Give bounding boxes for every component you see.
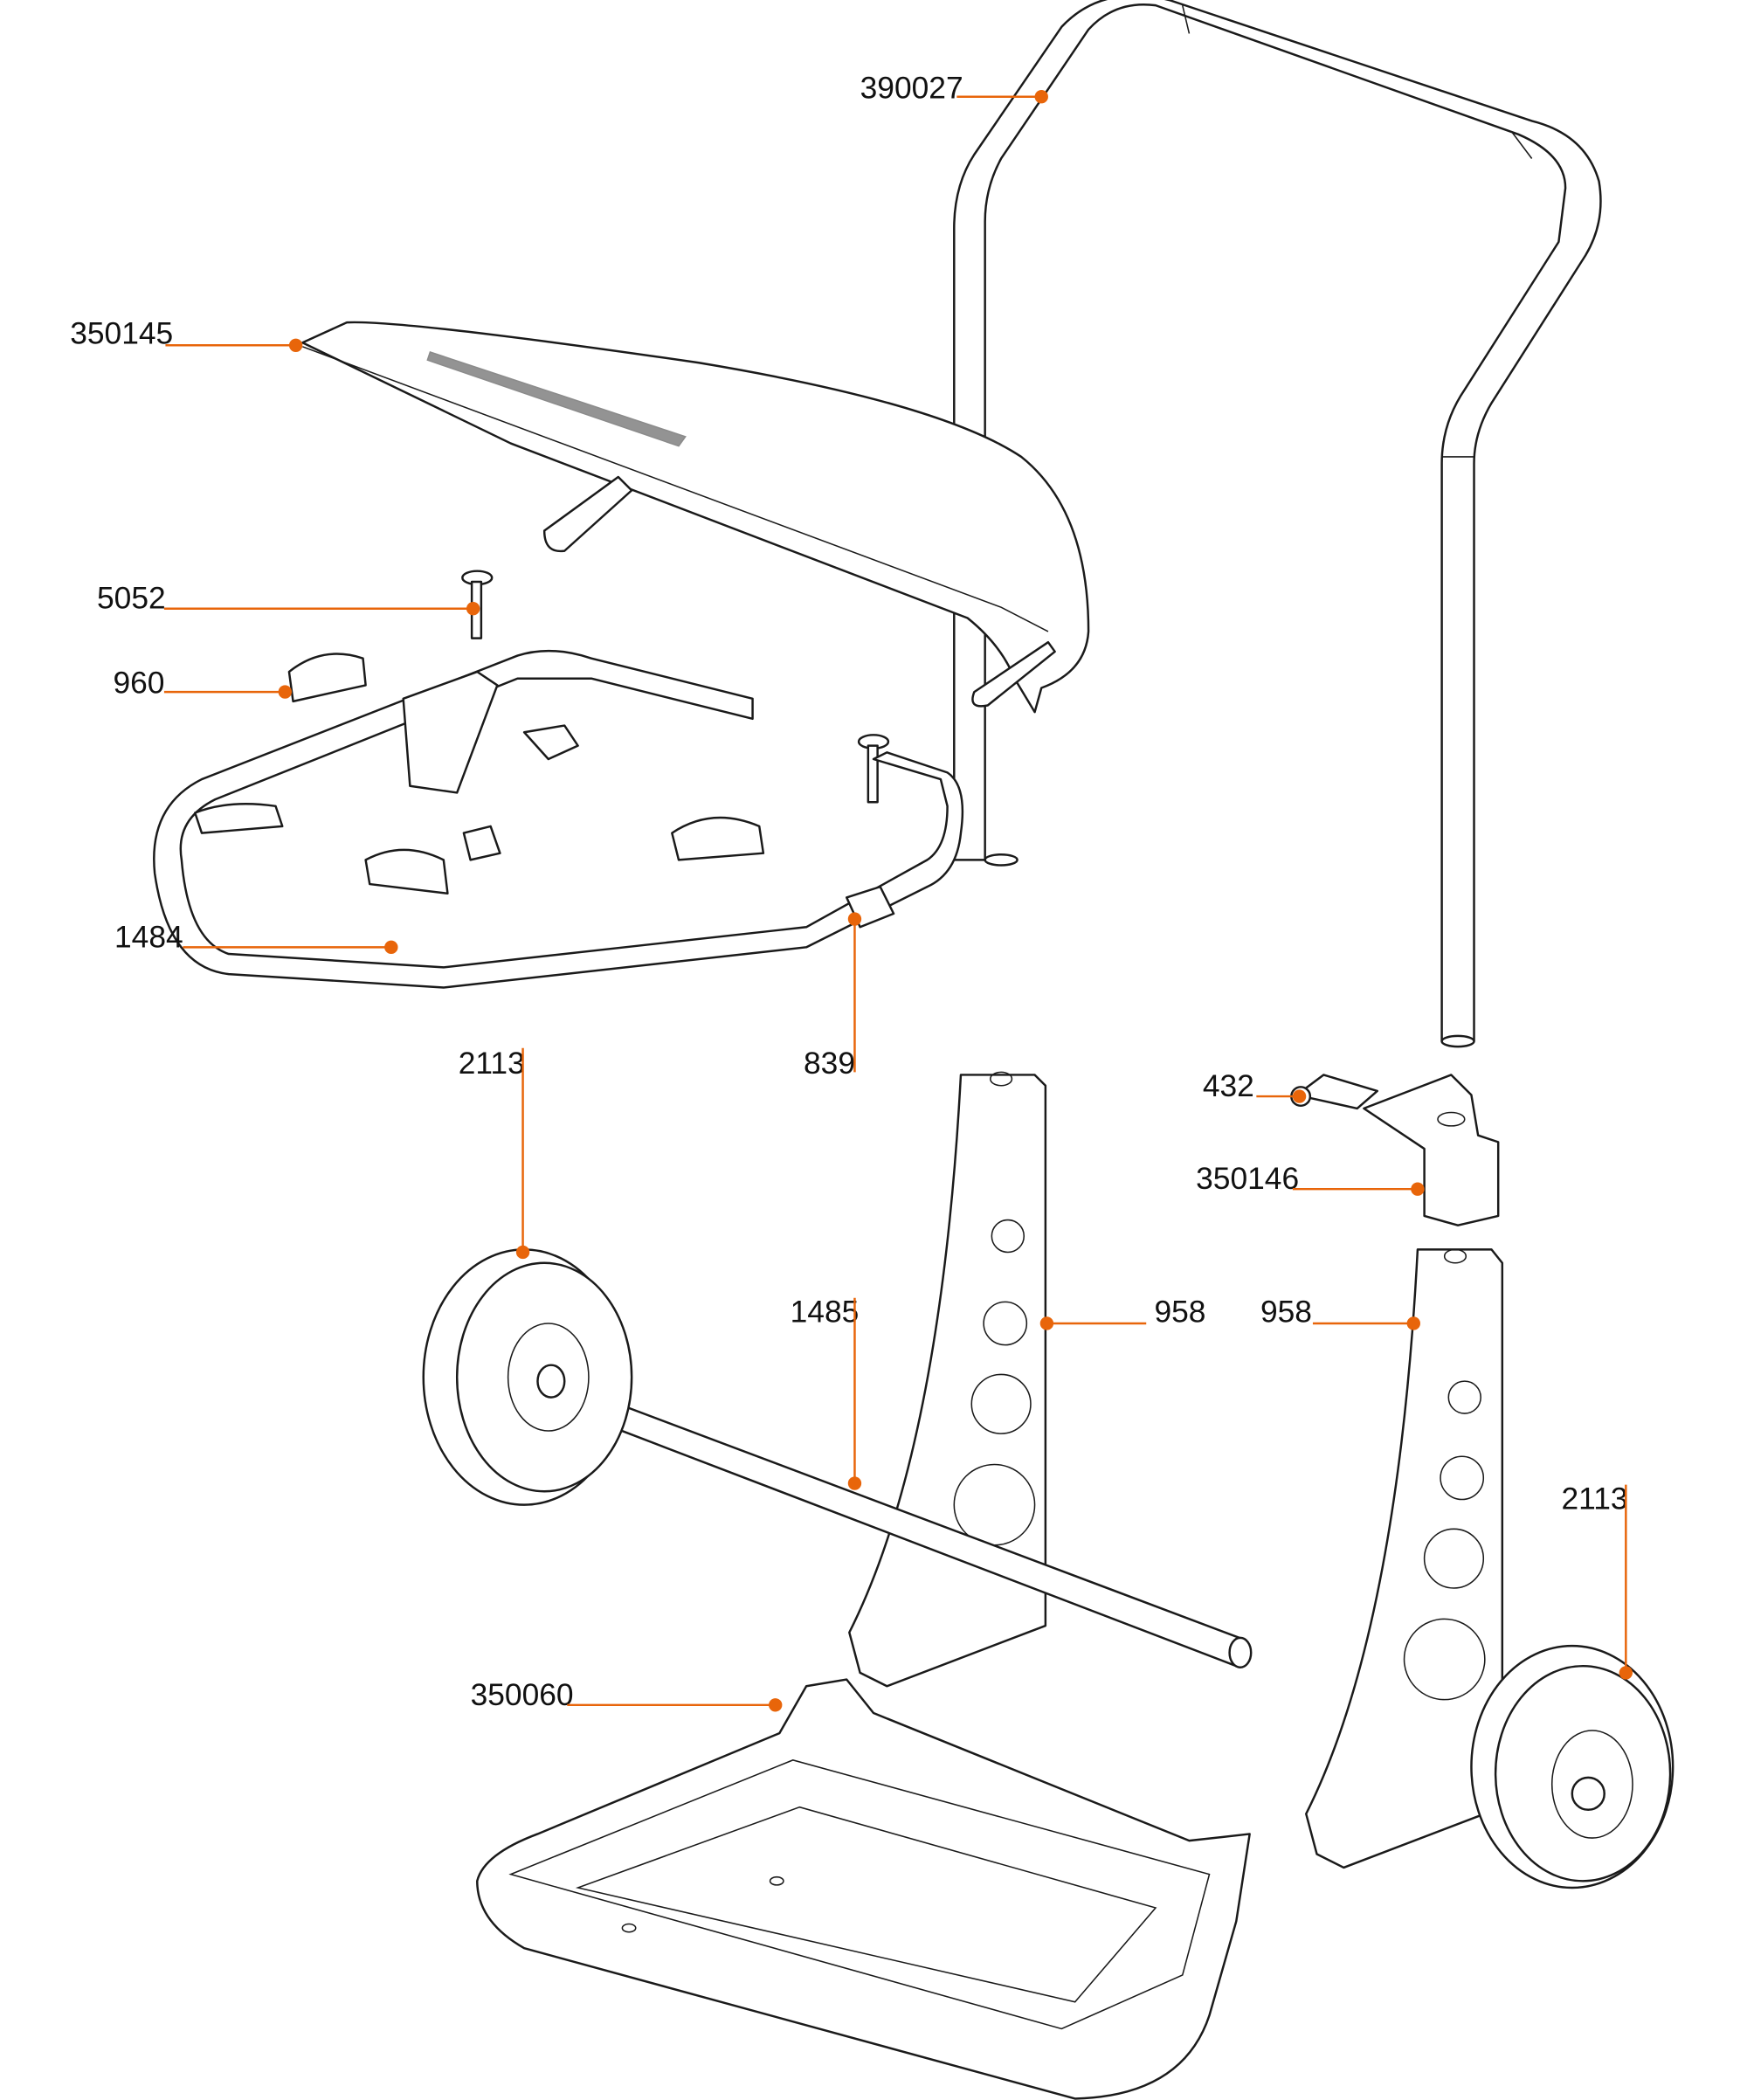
callout-label: 350146 [1196, 1162, 1299, 1196]
handle-tube [953, 0, 1602, 1048]
base-tray [476, 1678, 1251, 2100]
callout-label: 839 [804, 1047, 855, 1081]
callout-960: 960 [113, 667, 293, 701]
callout-2113-left: 2113 [459, 1047, 530, 1260]
leg-right [1305, 1248, 1504, 1869]
callout-label: 960 [113, 667, 164, 701]
callout-label: 350060 [471, 1678, 574, 1712]
callout-390027: 390027 [860, 71, 1048, 105]
lid-cover [301, 321, 1090, 714]
callout-1485: 1485 [791, 1295, 862, 1490]
callout-label: 958 [1154, 1295, 1205, 1329]
callout-label: 2113 [459, 1047, 525, 1081]
callout-label: 2113 [1561, 1482, 1627, 1516]
callout-label: 432 [1203, 1069, 1254, 1103]
callout-958-left: 958 [1039, 1295, 1205, 1330]
callout-label: 1484 [114, 920, 183, 954]
callout-839: 839 [804, 912, 862, 1081]
callout-5052: 5052 [97, 582, 480, 616]
callout-label: 350145 [70, 317, 173, 351]
callout-1484: 1484 [114, 920, 398, 954]
callout-958-right: 958 [1260, 1295, 1420, 1330]
callout-350145: 350145 [70, 317, 303, 352]
latch-bracket [1290, 1074, 1500, 1226]
callout-label: 958 [1260, 1295, 1312, 1329]
callout-label: 1485 [791, 1295, 860, 1329]
leg-left [848, 1071, 1047, 1688]
frame [153, 649, 964, 989]
callout-350146: 350146 [1196, 1162, 1425, 1196]
callout-label: 390027 [860, 71, 963, 105]
wheel-left [422, 1248, 633, 1506]
wheel-right [1470, 1644, 1674, 1889]
callout-350060: 350060 [471, 1678, 783, 1712]
callout-label: 5052 [97, 582, 166, 616]
callout-2113-right: 2113 [1561, 1482, 1633, 1680]
callout-432: 432 [1203, 1069, 1307, 1103]
